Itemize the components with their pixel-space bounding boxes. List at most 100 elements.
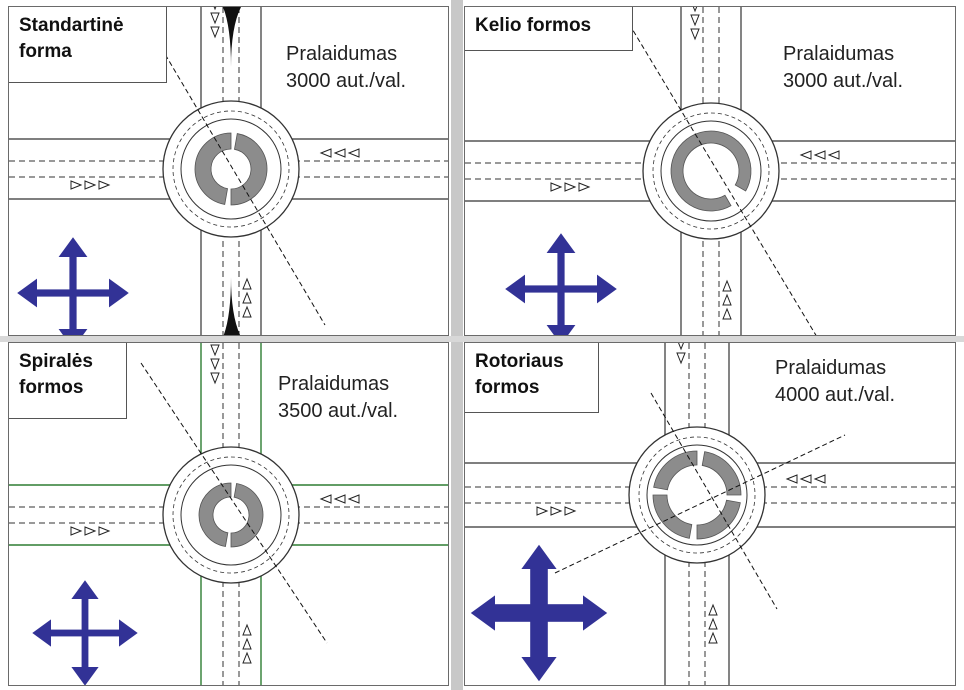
roundabout xyxy=(9,7,448,335)
road-edge xyxy=(465,7,955,335)
arrow-head-down xyxy=(58,329,88,335)
outer-ring xyxy=(162,100,300,238)
arrow-head-up xyxy=(71,580,99,599)
lane-line xyxy=(465,7,955,335)
lane-arrow xyxy=(690,28,700,41)
median-island xyxy=(223,277,241,335)
lane-arrow xyxy=(242,651,252,664)
dashed-axis xyxy=(624,16,817,335)
capacity-label: Pralaidumas 3000 aut./val. xyxy=(286,43,407,92)
lane-arrow xyxy=(210,12,220,25)
dashed-axis xyxy=(554,434,846,574)
lane-arrow xyxy=(98,526,111,536)
inner-ring xyxy=(646,444,748,546)
central-island-segment xyxy=(670,130,752,212)
direction-arrows-icon xyxy=(505,233,617,335)
lane-arrow xyxy=(347,148,360,158)
lane-line xyxy=(9,7,448,335)
arrow-head-down xyxy=(71,667,99,685)
lane-ring xyxy=(652,112,770,230)
central-island-segment xyxy=(230,483,264,548)
lane-arrow xyxy=(84,526,97,536)
lane-arrow xyxy=(813,474,826,484)
vertical-divider xyxy=(451,0,463,690)
lane-arrow xyxy=(347,494,360,504)
capacity-label: Pralaidumas 3500 aut./val. xyxy=(278,373,399,422)
arrow-head-up xyxy=(521,544,557,569)
direction-arrows-icon xyxy=(470,544,608,682)
rotor-roundabout-drawing xyxy=(465,343,955,685)
lane-arrow xyxy=(708,631,718,644)
arrow-shaft-vertical xyxy=(81,590,89,676)
central-island-segment xyxy=(194,132,232,205)
central-island-segment xyxy=(696,499,741,540)
road-roundabout-drawing xyxy=(465,7,955,335)
lane-arrow xyxy=(210,372,220,385)
lane-line xyxy=(9,343,448,685)
panel-title: Kelio formos xyxy=(465,7,633,51)
panel-road: Kelio formos Pralaidumas 3000 aut./val. xyxy=(464,6,956,336)
arrow-head-up xyxy=(58,237,88,257)
road-edge xyxy=(465,343,955,685)
lane-arrow xyxy=(564,506,577,516)
road-edge xyxy=(9,7,448,335)
arrow-head-right xyxy=(597,274,617,304)
lane-arrow xyxy=(813,150,826,160)
lane-arrow xyxy=(333,148,346,158)
capacity-label: Pralaidumas 3000 aut./val. xyxy=(783,43,904,92)
arrow-head-left xyxy=(470,595,495,631)
direction-arrows-icon xyxy=(17,237,129,335)
road-edge xyxy=(9,343,448,685)
lane-arrow xyxy=(210,344,220,357)
arrow-head-left xyxy=(17,278,37,308)
lane-arrow xyxy=(799,150,812,160)
lane-arrow xyxy=(210,26,220,39)
lane-arrow xyxy=(242,277,252,290)
capacity-label: Pralaidumas 4000 aut./val. xyxy=(775,357,896,406)
inner-ring xyxy=(660,120,762,222)
dashed-axis xyxy=(140,362,328,644)
lane-arrow xyxy=(722,279,732,292)
lane-arrow xyxy=(550,182,563,192)
lane-arrow xyxy=(564,182,577,192)
arrow-head-right xyxy=(109,278,129,308)
lane-arrow xyxy=(70,526,83,536)
lane-line xyxy=(465,343,955,685)
lane-arrow xyxy=(319,494,332,504)
arrow-head-left xyxy=(32,619,51,647)
outer-ring xyxy=(162,446,300,584)
inner-ring xyxy=(180,464,282,566)
lane-arrow xyxy=(578,182,591,192)
outer-ring xyxy=(642,102,780,240)
roundabout xyxy=(465,7,955,335)
horizontal-divider xyxy=(0,336,964,342)
lane-ring xyxy=(172,456,290,574)
lane-arrow xyxy=(213,7,217,11)
panel-standard: Standartinė forma Pralaidumas 3000 aut./… xyxy=(8,6,449,336)
arrow-head-left xyxy=(505,274,525,304)
arrow-head-down xyxy=(521,657,557,682)
central-island-segment xyxy=(198,482,232,547)
direction-arrows-icon xyxy=(32,580,138,685)
panel-title: Spiralės formos xyxy=(9,343,127,419)
central-island-segment xyxy=(653,450,698,491)
outer-ring xyxy=(628,426,766,564)
panel-title: Rotoriaus formos xyxy=(465,343,599,413)
lane-arrow xyxy=(722,293,732,306)
lane-arrow xyxy=(333,494,346,504)
lane-arrow xyxy=(692,7,698,13)
lane-arrow xyxy=(827,150,840,160)
lane-arrow xyxy=(536,506,549,516)
standard-roundabout-drawing xyxy=(9,7,448,335)
lane-arrow xyxy=(70,180,83,190)
dashed-axis xyxy=(148,26,326,326)
lane-arrow xyxy=(708,617,718,630)
lane-arrow xyxy=(799,474,812,484)
arrow-head-down xyxy=(546,325,576,335)
lane-arrow xyxy=(242,305,252,318)
lane-arrow xyxy=(690,14,700,27)
roundabout xyxy=(9,343,448,685)
lane-arrow xyxy=(319,148,332,158)
lane-arrow xyxy=(708,603,718,616)
